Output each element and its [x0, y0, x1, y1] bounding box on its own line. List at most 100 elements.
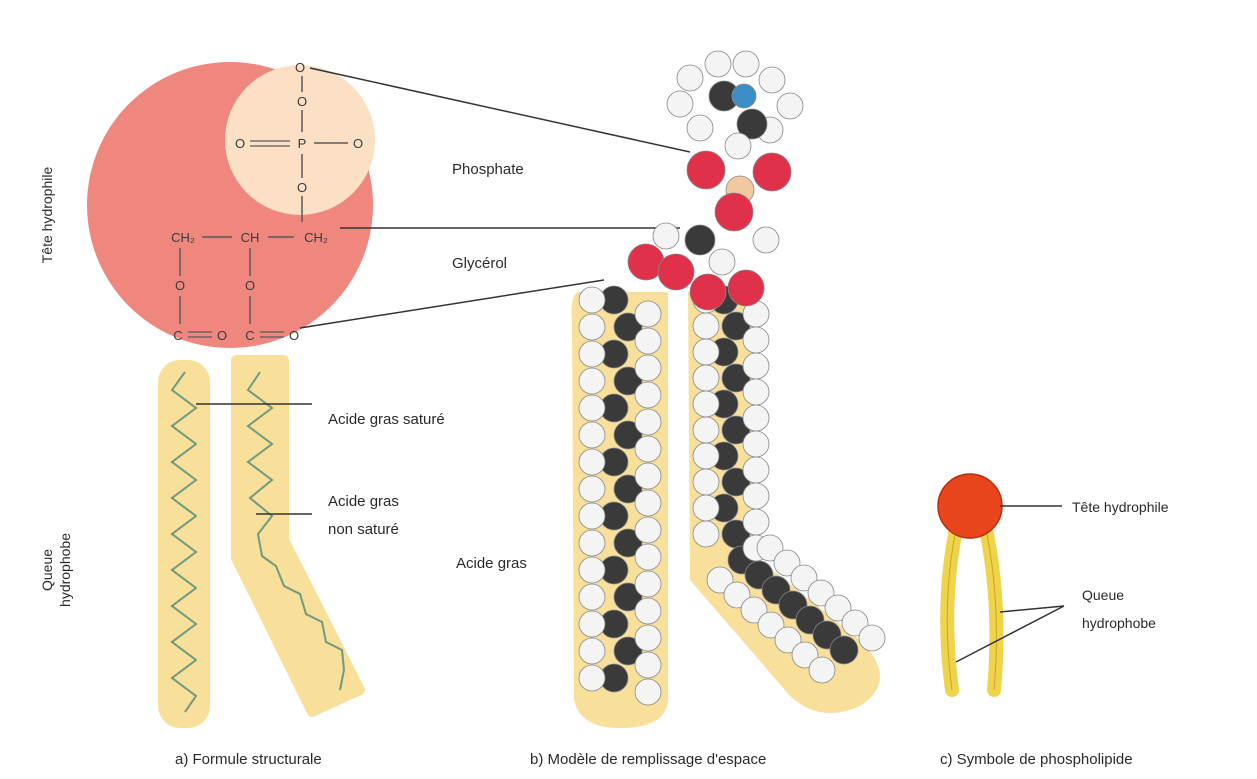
nitrogen-atom: [732, 84, 756, 108]
hydrogen-atom: [579, 395, 605, 421]
oxygen-atom: [687, 151, 725, 189]
hydrogen-atom: [705, 51, 731, 77]
side-label-head: Tête hydrophile: [39, 167, 55, 264]
hydrogen-atom: [635, 355, 661, 381]
phospholipid-symbol: Tête hydrophile Queue hydrophobe: [938, 474, 1169, 690]
model-atoms: [579, 51, 885, 705]
hydrogen-atom: [667, 91, 693, 117]
hydrogen-atom: [693, 521, 719, 547]
glycerol-ch: CH: [241, 230, 260, 245]
hydrogen-atom: [693, 417, 719, 443]
hydrogen-atom: [753, 227, 779, 253]
hydrogen-atom: [635, 598, 661, 624]
hydrogen-atom: [693, 365, 719, 391]
hydrogen-atom: [635, 490, 661, 516]
side-label-tail-1: Queue: [39, 549, 55, 591]
saturated-label: Acide gras saturé: [328, 411, 445, 428]
phos-top-o: O: [295, 60, 305, 75]
ester-o-left: O: [175, 278, 185, 293]
symbol-head-label: Tête hydrophile: [1072, 499, 1169, 515]
hydrogen-atom: [579, 449, 605, 475]
hydrogen-atom: [579, 341, 605, 367]
hydrogen-atom: [809, 657, 835, 683]
phos-o-left: O: [235, 136, 245, 151]
oxygen-atom: [715, 193, 753, 231]
ester-o-right: O: [245, 278, 255, 293]
carbonyl-c-right: C: [245, 328, 254, 343]
hydrogen-atom: [743, 483, 769, 509]
hydrogen-atom: [635, 328, 661, 354]
phos-o-upper: O: [297, 94, 307, 109]
symbol-tail-right: [984, 520, 996, 690]
hydrogen-atom: [635, 382, 661, 408]
hydrogen-atom: [579, 422, 605, 448]
hydrogen-atom: [693, 339, 719, 365]
hydrogen-atom: [635, 652, 661, 678]
glycerol-ch2-left: CH₂: [171, 230, 195, 245]
carbonyl-o-right: O: [289, 328, 299, 343]
carbon-atom: [685, 225, 715, 255]
hydrogen-atom: [687, 115, 713, 141]
symbol-tail-label-1: Queue: [1082, 587, 1124, 603]
hydrogen-atom: [579, 584, 605, 610]
carbonyl-o-left: O: [217, 328, 227, 343]
phos-o-lower: O: [297, 180, 307, 195]
glycerol-ch2-right: CH₂: [304, 230, 328, 245]
caption-c: c) Symbole de phospholipide: [940, 751, 1133, 768]
hydrogen-atom: [579, 638, 605, 664]
hydrogen-atom: [579, 557, 605, 583]
hydrogen-atom: [635, 301, 661, 327]
hydrogen-atom: [677, 65, 703, 91]
oxygen-atom: [753, 153, 791, 191]
structural-formula: O O O P O O CH₂ CH CH₂ O O C O C O Tête: [39, 60, 375, 728]
hydrogen-atom: [859, 625, 885, 651]
space-filling-model: [572, 51, 885, 728]
hydrogen-atom: [579, 611, 605, 637]
caption-a: a) Formule structurale: [175, 751, 322, 768]
carbon-atom: [830, 636, 858, 664]
oxygen-atom: [658, 254, 694, 290]
hydrogen-atom: [579, 476, 605, 502]
oxygen-atom: [728, 270, 764, 306]
hydrogen-atom: [635, 463, 661, 489]
phosphate-label: Phosphate: [452, 161, 524, 178]
phos-o-right: O: [353, 136, 363, 151]
hydrogen-atom: [743, 405, 769, 431]
symbol-head: [938, 474, 1002, 538]
hydrogen-atom: [709, 249, 735, 275]
hydrogen-atom: [635, 625, 661, 651]
hydrogen-atom: [743, 327, 769, 353]
hydrogen-atom: [725, 133, 751, 159]
carbonyl-c-left: C: [173, 328, 182, 343]
fatty-acids-label: Acide gras: [456, 555, 527, 572]
phos-p: P: [298, 136, 307, 151]
hydrogen-atom: [743, 379, 769, 405]
caption-b: b) Modèle de remplissage d'espace: [530, 751, 766, 768]
hydrogen-atom: [693, 391, 719, 417]
oxygen-atom: [690, 274, 726, 310]
hydrogen-atom: [635, 544, 661, 570]
hydrogen-atom: [579, 314, 605, 340]
side-label-tail-2: hydrophobe: [57, 533, 73, 607]
hydrogen-atom: [759, 67, 785, 93]
symbol-tail-pointer-2: [956, 606, 1064, 662]
hydrogen-atom: [579, 287, 605, 313]
hydrogen-atom: [743, 457, 769, 483]
hydrogen-atom: [693, 313, 719, 339]
unsaturated-label-1: Acide gras: [328, 493, 399, 510]
hydrogen-atom: [693, 495, 719, 521]
hydrogen-atom: [579, 503, 605, 529]
hydrogen-atom: [579, 530, 605, 556]
hydrogen-atom: [635, 679, 661, 705]
glycerol-label: Glycérol: [452, 255, 507, 272]
hydrogen-atom: [743, 509, 769, 535]
hydrogen-atom: [635, 436, 661, 462]
hydrogen-atom: [579, 665, 605, 691]
hydrogen-atom: [653, 223, 679, 249]
symbol-tail-label-2: hydrophobe: [1082, 615, 1156, 631]
hydrogen-atom: [693, 443, 719, 469]
unsaturated-label-2: non saturé: [328, 521, 399, 538]
hydrogen-atom: [693, 469, 719, 495]
hydrogen-atom: [635, 409, 661, 435]
